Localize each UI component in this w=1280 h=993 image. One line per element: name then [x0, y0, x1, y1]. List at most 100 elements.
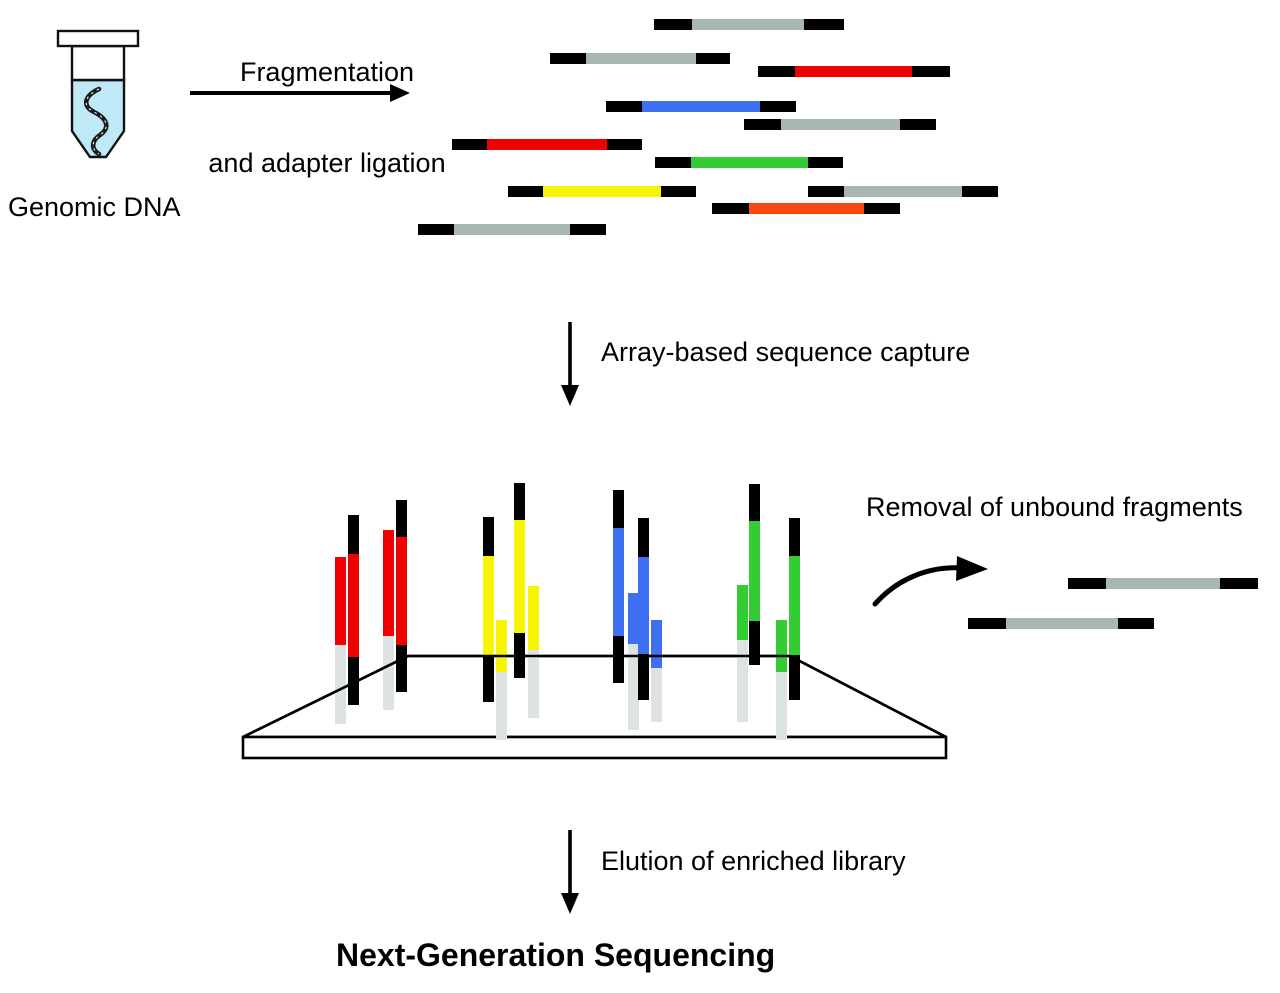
fragment-insert: [781, 119, 900, 130]
array-probe: [737, 585, 748, 722]
fragment-insert: [749, 203, 864, 214]
captured-fragment: [514, 483, 525, 678]
red-cluster: [335, 500, 407, 724]
dna-fragment: [418, 224, 606, 235]
fragmentation-label: Fragmentation and adapter ligation: [207, 0, 447, 239]
fragment-insert: [789, 556, 800, 655]
adapter-left: [606, 101, 642, 112]
tube-cap: [56, 29, 140, 48]
dna-strand-icon: [84, 86, 109, 157]
removal-curved-arrow: [872, 556, 988, 607]
array-probe-fragment-group: [335, 483, 800, 740]
adapter-top: [789, 518, 800, 556]
fragment-insert: [543, 186, 661, 197]
fragment-insert: [1006, 618, 1118, 629]
slide-front-edge: [241, 735, 948, 760]
probe-complementary-region: [737, 585, 748, 640]
adapter-left: [1068, 578, 1106, 589]
captured-fragment: [348, 515, 359, 705]
dna-fragment: [508, 186, 696, 197]
fragment-insert: [749, 521, 760, 621]
next-generation-sequencing-title: Next-Generation Sequencing: [336, 937, 776, 973]
adapter-right: [804, 19, 844, 30]
tube-upper-body: [70, 44, 126, 82]
adapter-left: [550, 53, 586, 64]
probe-complementary-region: [651, 620, 662, 668]
elution-arrow: [561, 830, 579, 914]
fragment-insert: [454, 224, 570, 235]
fragment-insert: [692, 19, 804, 30]
array-probe: [628, 593, 639, 730]
adapter-left: [418, 224, 454, 235]
removal-label: Removal of unbound fragments: [866, 492, 1243, 522]
probe-linker: [628, 644, 639, 730]
elution-label: Elution of enriched library: [601, 846, 906, 876]
fragment-insert: [1106, 578, 1220, 589]
dna-fragment: [606, 101, 796, 112]
adapter-left: [744, 119, 781, 130]
adapter-right: [570, 224, 606, 235]
captured-fragment: [396, 500, 407, 692]
probe-linker: [528, 650, 539, 718]
probe-linker: [496, 672, 507, 740]
fragment-insert: [487, 139, 607, 150]
fragment-insert: [613, 528, 624, 636]
adapter-right: [808, 157, 843, 168]
adapter-right: [696, 53, 730, 64]
probe-complementary-region: [383, 530, 394, 636]
array-probe: [335, 557, 346, 724]
dna-fragment: [655, 157, 843, 168]
fragment-insert: [844, 186, 962, 197]
captured-fragment: [638, 518, 649, 700]
adapter-left: [655, 157, 691, 168]
adapter-bottom: [749, 621, 760, 665]
adapter-left: [808, 186, 844, 197]
fragment-insert: [348, 554, 359, 657]
dna-fragment: [712, 203, 900, 214]
probe-linker: [335, 645, 346, 724]
dna-fragment: [758, 66, 950, 77]
adapter-left: [758, 66, 795, 77]
array-capture-arrow: [561, 322, 579, 406]
dna-fragment: [744, 119, 936, 130]
fragmentation-label-line1: Fragmentation: [239, 57, 415, 88]
array-probe: [383, 530, 394, 710]
adapter-bottom: [396, 645, 407, 692]
adapter-top: [483, 517, 494, 556]
adapter-right: [661, 186, 696, 197]
fragmentation-arrow: [190, 84, 410, 102]
adapter-right: [1118, 618, 1154, 629]
adapter-top: [638, 518, 649, 557]
dna-fragment: [550, 53, 730, 64]
adapter-right: [962, 186, 998, 197]
adapter-bottom: [789, 655, 800, 700]
probe-complementary-region: [496, 620, 507, 672]
fragment-insert: [396, 537, 407, 645]
adapter-bottom: [613, 636, 624, 683]
adapter-top: [749, 484, 760, 521]
fragment-insert: [795, 66, 912, 77]
slide-left-rail: [242, 654, 409, 739]
adapter-top: [613, 490, 624, 528]
microarray-slide: [241, 654, 948, 760]
adapter-top: [514, 483, 525, 520]
probe-linker: [383, 636, 394, 710]
array-probe: [528, 586, 539, 718]
probe-complementary-region: [335, 557, 346, 645]
adapter-right: [912, 66, 950, 77]
fragment-insert: [483, 556, 494, 656]
probe-linker: [737, 640, 748, 722]
array-probe: [776, 620, 787, 740]
adapter-right: [1220, 578, 1258, 589]
fragmentation-label-line2: and adapter ligation: [208, 148, 446, 179]
unbound-dna-fragment: [968, 618, 1154, 629]
probe-linker: [651, 668, 662, 722]
probe-complementary-region: [628, 593, 639, 644]
adapter-left: [712, 203, 749, 214]
genomic-dna-label: Genomic DNA: [8, 192, 181, 222]
genomic-dna-tube: [56, 29, 140, 159]
fragment-insert: [638, 557, 649, 654]
blue-cluster: [613, 490, 662, 730]
